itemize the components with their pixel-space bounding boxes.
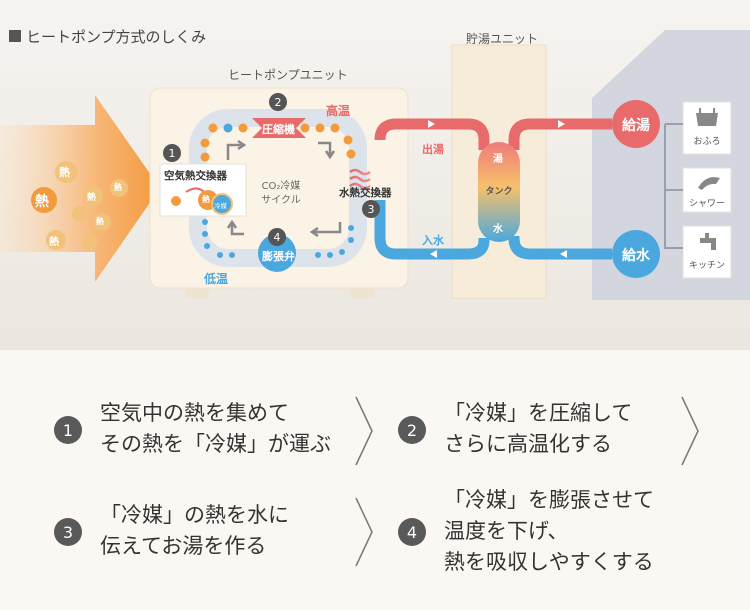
tank-bottom-label: 水	[493, 224, 503, 235]
heat-label-5: 熱	[96, 217, 104, 226]
refrigerant-ball-icon	[211, 193, 233, 215]
cycle-arrow-right	[318, 141, 332, 155]
cycle-arrow-top-head	[237, 139, 247, 151]
hot-supply-circle	[612, 100, 660, 148]
shower-icon	[698, 177, 720, 190]
node-2-badge: 2	[269, 93, 287, 111]
bathtub-icon	[696, 108, 718, 126]
step-2-text: 「冷媒」を圧縮して さらに高温化する	[444, 401, 633, 456]
storage-unit-label: 貯湯ユニット	[466, 32, 539, 46]
cycle-arrow-left-head	[226, 219, 238, 229]
water-supply-label: 給水	[622, 248, 650, 264]
step-3-text: 「冷媒」の熱を水に 伝えてお湯を作る	[100, 503, 289, 558]
tank-label: タンク	[485, 187, 513, 197]
hot-pipe-out	[374, 118, 490, 150]
node-4-badge: 4	[268, 228, 286, 246]
compressor-label: 圧縮機	[262, 123, 295, 136]
compressor-shape	[252, 118, 306, 138]
refrigerant-hot-dots	[200, 123, 356, 162]
air-exchanger-refrigerant-label: 冷媒	[214, 202, 227, 210]
step-4-number: 4	[398, 518, 426, 546]
step-4-text: 「冷媒」を膨張させて 温度を下げ、 熱を吸収しやすくする	[444, 488, 654, 574]
cycle-arrow-right-head	[324, 150, 336, 160]
flow-arrow-cold-1	[430, 250, 437, 258]
cycle-arrow-top	[226, 143, 244, 160]
flow-arrow-cold-2	[560, 250, 567, 258]
cycle-arrow-bottom	[312, 222, 342, 234]
step-1-text: 空気中の熱を集めて その熱を「冷媒」が運ぶ	[100, 401, 331, 456]
step-1-number: 1	[54, 416, 82, 444]
steps-panel: 1 空気中の熱を集めて その熱を「冷媒」が運ぶ 2 「冷媒」を圧縮して さらに高…	[0, 350, 750, 610]
high-temp-label: 高温	[326, 104, 351, 118]
diagram-title: ヒートポンプ方式のしくみ	[26, 28, 207, 46]
heat-arrow	[0, 95, 160, 282]
heat-pump-unit	[149, 87, 409, 289]
heat-label-2: 熱	[35, 194, 49, 210]
heat-pump-unit-label: ヒートポンプユニット	[228, 68, 348, 82]
water-supply-circle	[612, 230, 660, 278]
air-exchanger-heat-label: 熱	[202, 195, 210, 204]
faucet-icon	[700, 233, 716, 250]
cold-supply-pipe	[508, 236, 612, 260]
heat-label-1: 熱	[59, 166, 70, 179]
tank-top-label: 湯	[493, 154, 503, 165]
heat-label-3: 熱	[87, 193, 97, 203]
hot-supply-label: 給湯	[622, 118, 650, 134]
flow-arrow-hot-1	[428, 120, 435, 128]
expansion-valve-shape	[258, 234, 296, 272]
fixture-box-shower	[682, 167, 732, 213]
expansion-valve-label: 膨張弁	[262, 250, 295, 263]
air-exchanger-label: 空気熱交換器	[164, 170, 227, 182]
unit-foot-right	[350, 288, 374, 298]
chevron-right-icon	[355, 497, 373, 567]
storage-tank	[478, 142, 520, 242]
water-in-label: 入水	[422, 234, 444, 247]
heat-dot-icon	[171, 196, 181, 206]
node-1-badge: 1	[163, 144, 181, 162]
fixture-box-bath	[682, 101, 732, 155]
heat-particles	[31, 161, 128, 250]
hot-supply-pipe	[508, 118, 612, 150]
flow-arrow-hot-2	[558, 120, 565, 128]
cycle-arrow-bottom-head	[309, 226, 319, 238]
heat-pump-diagram	[0, 0, 750, 350]
hot-out-label: 出湯	[422, 143, 444, 156]
step-2-number: 2	[398, 416, 426, 444]
refrigerant-cold-dots	[202, 219, 354, 258]
fixture-kitchen-label: キッチン	[688, 261, 725, 271]
fixture-bath-label: おふろ	[693, 137, 721, 147]
cycle-arrow-left	[230, 222, 244, 236]
node-3-badge: 3	[362, 200, 380, 218]
low-temp-label: 低温	[204, 272, 229, 286]
fixture-connector-lines	[664, 123, 683, 249]
cycle-label: CO₂冷媒 サイクル	[261, 181, 301, 206]
heat-wave-icon	[349, 168, 371, 190]
fixture-shower-label: シャワー	[688, 199, 725, 209]
step-3-number: 3	[54, 518, 82, 546]
unit-foot-left	[185, 288, 209, 298]
water-exchanger-label: 水熱交換器	[339, 187, 392, 199]
heat-label-6: 熱	[49, 237, 59, 248]
chevron-right-icon	[355, 396, 373, 466]
heat-label-4: 熱	[114, 183, 122, 192]
title-square-icon	[9, 30, 21, 42]
chevron-right-icon	[681, 396, 699, 466]
